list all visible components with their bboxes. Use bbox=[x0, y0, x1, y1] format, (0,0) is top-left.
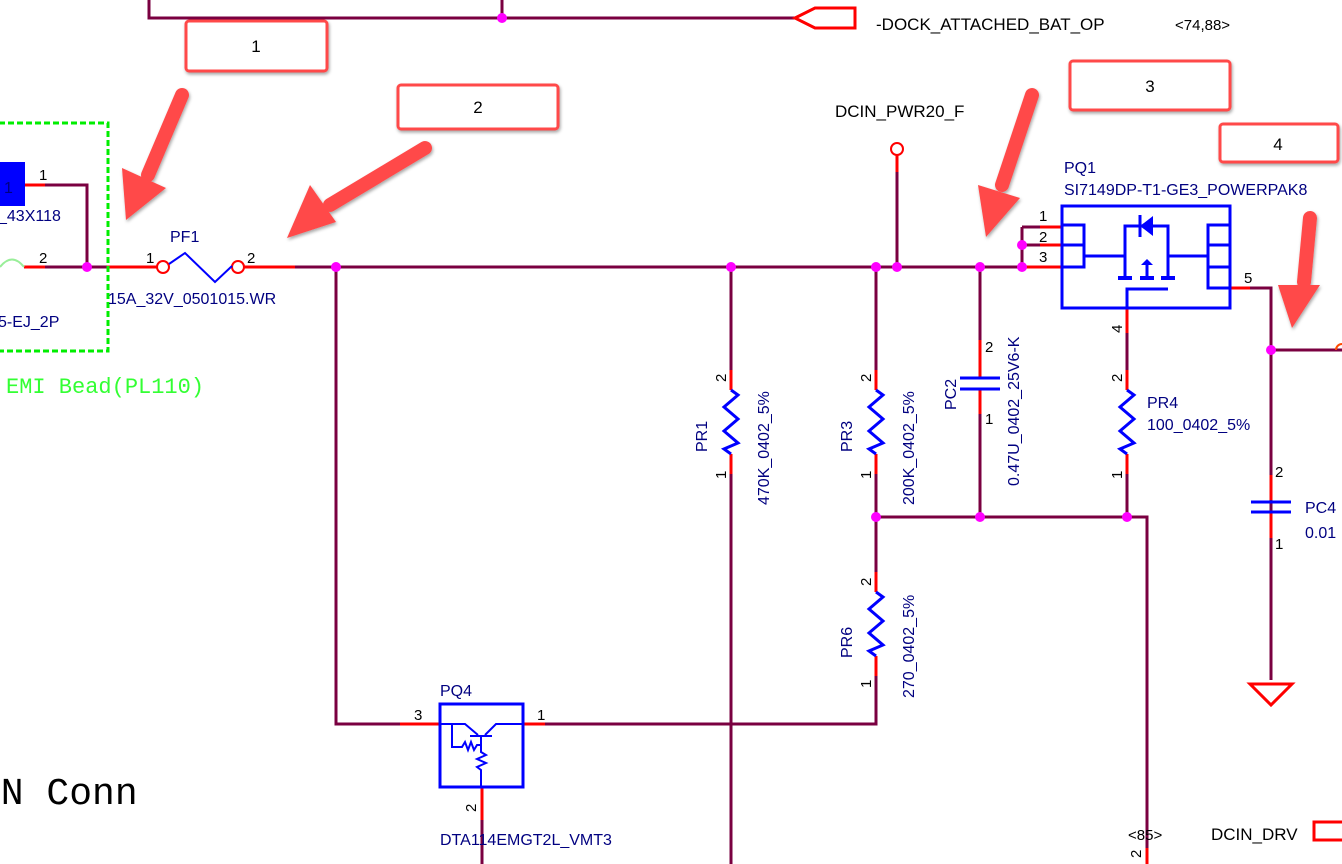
svg-text:1: 1 bbox=[985, 411, 993, 428]
transistor-bias-resistor-icon bbox=[451, 724, 481, 753]
callout-label-1: 1 bbox=[251, 37, 260, 56]
capacitor-symbols bbox=[960, 376, 1291, 514]
pq4-value: DTA114EMGT2L_VMT3 bbox=[440, 832, 612, 849]
callout-box-1 bbox=[184, 19, 329, 73]
svg-text:2: 2 bbox=[39, 250, 47, 267]
pr4-value: 100_0402_5% bbox=[1147, 417, 1250, 434]
annotations: 1 2 3 4 bbox=[122, 19, 1340, 328]
net-dock-attached: -DOCK_ATTACHED_BAT_OP bbox=[876, 15, 1105, 34]
svg-text:1: 1 bbox=[537, 707, 545, 724]
net-dcin-pwr20: DCIN_PWR20_F bbox=[835, 102, 964, 121]
pq1-value: SI7149DP-T1-GE3_POWERPAK8 bbox=[1064, 182, 1307, 199]
svg-text:2: 2 bbox=[1128, 850, 1145, 858]
pc2-ref: PC2 bbox=[943, 379, 960, 410]
pr6-ref: PR6 bbox=[839, 627, 856, 658]
pq4-ref: PQ4 bbox=[440, 683, 472, 700]
resistor-symbols bbox=[720, 388, 1137, 658]
net-dcin-drv: DCIN_DRV bbox=[1211, 825, 1298, 844]
sheet-title-fragment: IN Conn bbox=[0, 773, 138, 816]
power-port-dcin-pwr20 bbox=[890, 142, 904, 156]
connector-footprint-label: 5-EJ_2P bbox=[0, 314, 59, 331]
callout-box-2 bbox=[396, 83, 560, 131]
pin-numbers: 1 2 1 2 1 2 3 5 2 1 2 1 3 1 2 4 2 1 2 1 … bbox=[39, 167, 1283, 858]
transistor-pq4[interactable] bbox=[438, 702, 525, 789]
inductor-icon bbox=[0, 258, 25, 268]
pr6-value: 270_0402_5% bbox=[901, 595, 918, 698]
svg-text:2: 2 bbox=[1039, 229, 1047, 246]
wire-to-pq4-emitter bbox=[334, 267, 420, 726]
pr3-ref: PR3 bbox=[839, 421, 856, 452]
svg-text:2: 2 bbox=[247, 250, 255, 267]
offpage-connector-dock-attached bbox=[791, 6, 857, 30]
callout-label-2: 2 bbox=[473, 98, 482, 117]
arrow-1-icon bbox=[122, 88, 189, 220]
xref-dock-attached: <74,88> bbox=[1175, 17, 1230, 34]
wire-conn-pin1 bbox=[45, 183, 89, 267]
callout-box-3 bbox=[1068, 59, 1232, 112]
fuse-pf1[interactable] bbox=[156, 251, 245, 284]
svg-text:1: 1 bbox=[1275, 536, 1283, 553]
fuse-pin2-icon bbox=[231, 260, 245, 274]
connector-pin-box bbox=[0, 162, 25, 206]
xref-dcin-drv: <85> bbox=[1128, 827, 1162, 844]
resistor-pr1-icon bbox=[720, 388, 741, 456]
wire-dock-attached bbox=[147, 0, 795, 20]
pr1-ref: PR1 bbox=[694, 421, 711, 452]
pr4-ref: PR4 bbox=[1147, 395, 1178, 412]
svg-text:2: 2 bbox=[1275, 464, 1283, 481]
pc4-ref: PC4 bbox=[1305, 500, 1336, 517]
resistor-pr3-icon bbox=[865, 388, 886, 456]
pc2-value: 0.47U_0402_25V6-K bbox=[1006, 336, 1023, 486]
component-labels: _43X118 5-EJ_2P PF1 15A_32V_0501015.WR P… bbox=[0, 160, 1336, 849]
svg-text:2: 2 bbox=[858, 578, 875, 586]
svg-text:1: 1 bbox=[1109, 471, 1126, 479]
svg-text:1: 1 bbox=[1039, 208, 1047, 225]
svg-text:1: 1 bbox=[146, 250, 154, 267]
svg-text:1: 1 bbox=[858, 680, 875, 688]
wires bbox=[45, 0, 1342, 864]
svg-text:1: 1 bbox=[858, 471, 875, 479]
fuse-pin1-icon bbox=[156, 260, 170, 274]
connector-part-label: _43X118 bbox=[0, 208, 61, 225]
callout-label-4: 4 bbox=[1273, 135, 1282, 154]
resistor-pr6-icon bbox=[865, 590, 886, 658]
pr3-value: 200K_0402_5% bbox=[901, 391, 918, 505]
mosfet-pq1[interactable] bbox=[1060, 204, 1232, 310]
junctions bbox=[82, 13, 1276, 522]
wire-pq1-drain bbox=[1250, 286, 1273, 680]
pr1-value: 470K_0402_5% bbox=[756, 391, 773, 505]
callout-box-4 bbox=[1218, 122, 1340, 164]
connector-pin-box-label: 1 bbox=[4, 180, 13, 197]
svg-text:1: 1 bbox=[713, 471, 730, 479]
arrow-4-icon bbox=[1278, 211, 1320, 328]
svg-text:5: 5 bbox=[1244, 270, 1252, 287]
svg-text:2: 2 bbox=[1109, 374, 1126, 382]
pq1-ref: PQ1 bbox=[1064, 160, 1096, 177]
emi-bead-region bbox=[0, 121, 110, 353]
offpage-connector-dcin-drv bbox=[1312, 820, 1342, 842]
pc4-value: 0.01 bbox=[1305, 525, 1336, 542]
svg-text:2: 2 bbox=[713, 374, 730, 382]
pf1-ref: PF1 bbox=[170, 229, 199, 246]
body-diode-icon bbox=[1140, 216, 1153, 236]
arrow-3-icon bbox=[978, 88, 1039, 237]
arrow-2-icon bbox=[287, 141, 432, 238]
emi-bead-note: EMI Bead(PL110) bbox=[6, 375, 204, 400]
svg-text:3: 3 bbox=[1039, 249, 1047, 266]
svg-text:1: 1 bbox=[39, 167, 47, 184]
svg-text:4: 4 bbox=[1109, 325, 1126, 333]
ground-symbol bbox=[1246, 682, 1296, 708]
resistor-pr4-icon bbox=[1116, 388, 1137, 456]
svg-text:2: 2 bbox=[985, 339, 993, 356]
pf1-value: 15A_32V_0501015.WR bbox=[108, 291, 276, 308]
fuse-icon bbox=[168, 251, 233, 284]
svg-text:2: 2 bbox=[858, 374, 875, 382]
pin-segments bbox=[24, 155, 1273, 864]
callout-label-3: 3 bbox=[1145, 77, 1154, 96]
svg-text:3: 3 bbox=[414, 707, 422, 724]
mosfet-arrow-icon bbox=[1141, 259, 1153, 265]
svg-text:2: 2 bbox=[463, 804, 480, 812]
net-labels: -DOCK_ATTACHED_BAT_OP <74,88> DCIN_PWR20… bbox=[835, 15, 1298, 844]
